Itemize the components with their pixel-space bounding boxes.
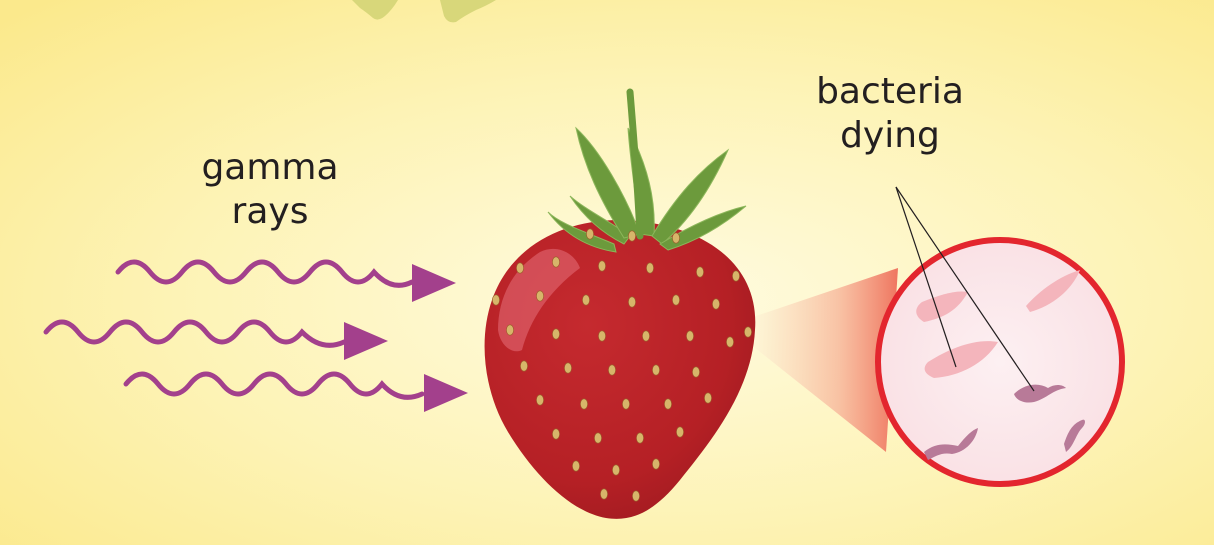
magnifier-circle-icon [878, 240, 1122, 484]
seed-34 [594, 433, 601, 443]
seed-11 [536, 291, 543, 301]
seed-41 [632, 491, 639, 501]
seed-21 [686, 331, 693, 341]
seed-6 [598, 261, 605, 271]
seed-24 [564, 363, 571, 373]
seed-22 [726, 337, 733, 347]
seed-14 [672, 295, 679, 305]
seed-9 [732, 271, 739, 281]
seed-26 [652, 365, 659, 375]
seed-35 [636, 433, 643, 443]
seed-39 [652, 459, 659, 469]
seed-7 [646, 263, 653, 273]
seed-30 [622, 399, 629, 409]
seed-32 [704, 393, 711, 403]
seed-5 [552, 257, 559, 267]
seed-10 [492, 295, 499, 305]
seed-20 [642, 331, 649, 341]
seed-15 [712, 299, 719, 309]
seed-33 [552, 429, 559, 439]
bacteria-dying-label: bacteria dying [790, 70, 990, 158]
seed-16 [744, 327, 751, 337]
seed-12 [582, 295, 589, 305]
seed-29 [580, 399, 587, 409]
gamma-rays-label: gamma rays [170, 146, 370, 234]
seed-38 [612, 465, 619, 475]
bacteria-label-line-2: dying [790, 114, 990, 158]
seed-25 [608, 365, 615, 375]
seed-37 [572, 461, 579, 471]
seed-27 [692, 367, 699, 377]
seed-18 [552, 329, 559, 339]
seed-2 [628, 231, 635, 241]
gamma-label-line-1: gamma [170, 146, 370, 190]
seed-1 [586, 229, 593, 239]
seed-19 [598, 331, 605, 341]
seed-40 [600, 489, 607, 499]
bacteria-label-line-1: bacteria [790, 70, 990, 114]
gamma-label-line-2: rays [170, 190, 370, 234]
seed-17 [506, 325, 513, 335]
seed-36 [676, 427, 683, 437]
seed-3 [672, 233, 679, 243]
seed-8 [696, 267, 703, 277]
seed-31 [664, 399, 671, 409]
seed-28 [536, 395, 543, 405]
seed-13 [628, 297, 635, 307]
seed-23 [520, 361, 527, 371]
seed-4 [516, 263, 523, 273]
